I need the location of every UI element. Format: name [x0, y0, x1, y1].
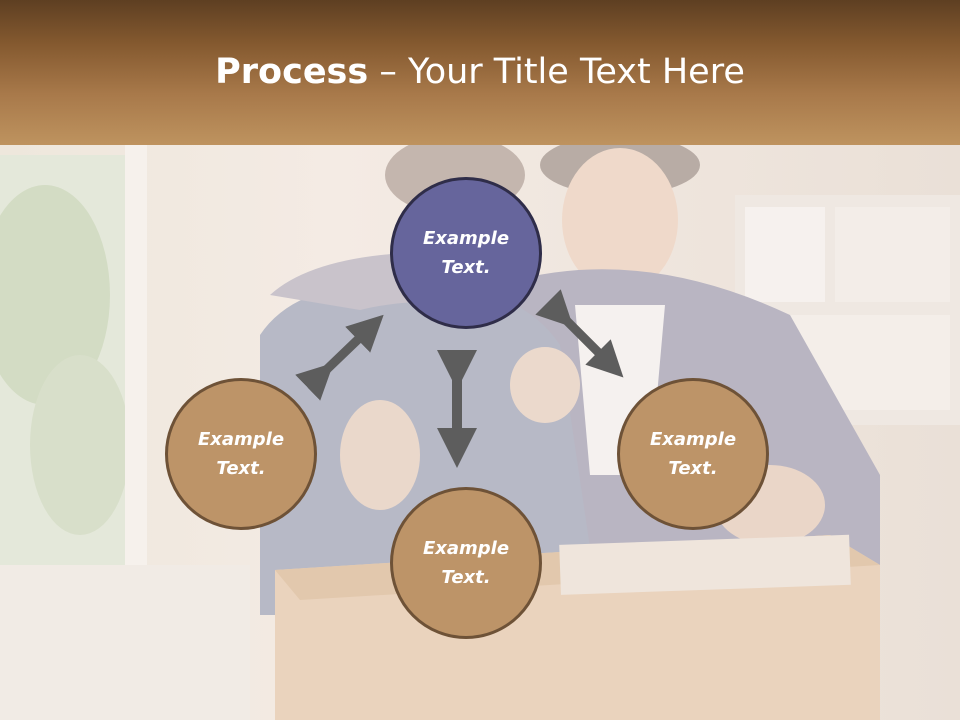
title-bar: Process – Your Title Text Here: [0, 0, 960, 145]
process-circle-left[interactable]: Example Text.: [165, 378, 317, 530]
process-circle-bottom[interactable]: Example Text.: [390, 487, 542, 639]
title-rest: – Your Title Text Here: [368, 52, 745, 92]
slide-title: Process – Your Title Text Here: [0, 52, 960, 92]
process-circle-top[interactable]: Example Text.: [390, 177, 542, 329]
title-bold: Process: [215, 52, 369, 92]
process-circle-right[interactable]: Example Text.: [617, 378, 769, 530]
circle-label: Example Text.: [197, 429, 285, 479]
circle-label: Example Text.: [649, 429, 737, 479]
circle-label: Example Text.: [422, 228, 510, 278]
circle-label: Example Text.: [422, 538, 510, 588]
